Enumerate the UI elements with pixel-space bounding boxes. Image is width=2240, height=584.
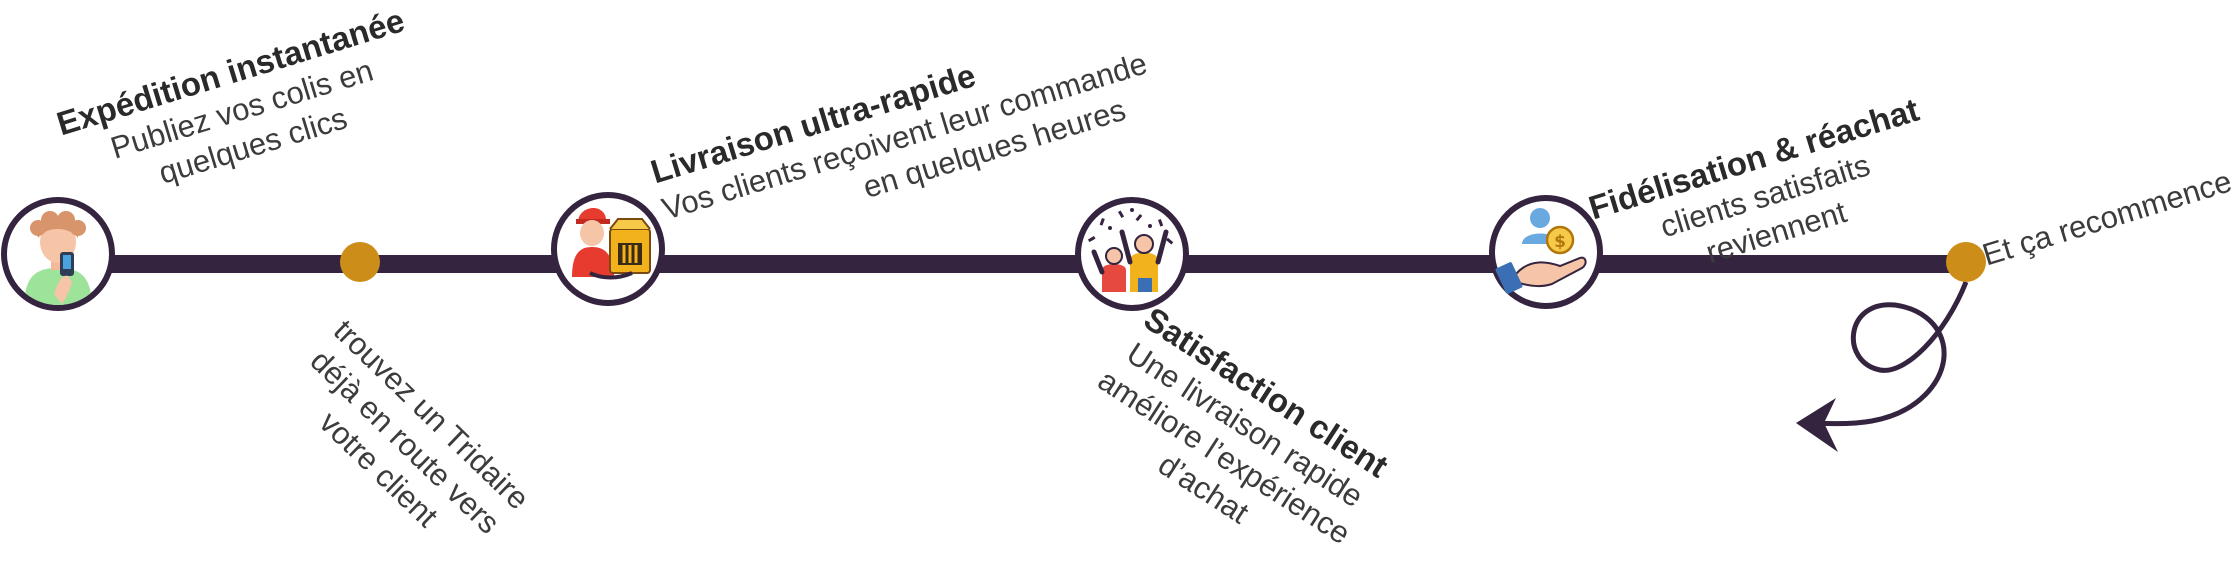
celebration-icon [1075,197,1189,311]
person-phone-icon [1,197,115,311]
delivery-man-icon [551,192,665,306]
arrow-head-icon [1796,398,1838,452]
loop-back-arrow [1814,281,1969,427]
svg-text:$: $ [1554,232,1566,252]
timeline-diagram: $ [1,192,1986,452]
milestone-dot-6 [1946,242,1986,282]
milestone-dot-2 [340,242,380,282]
loyalty-hand-coin-icon: $ [1489,195,1603,309]
